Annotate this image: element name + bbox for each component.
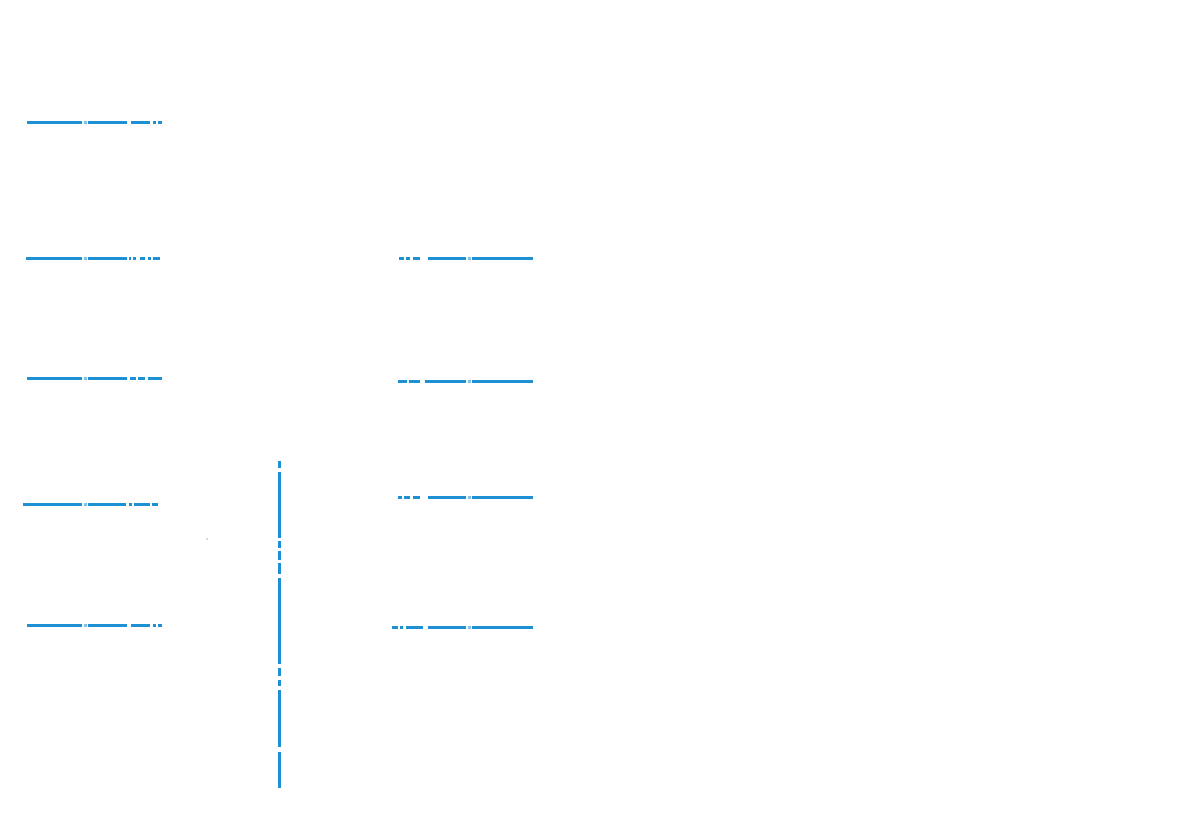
line-right-2 [398, 380, 533, 383]
line-right-1 [399, 257, 533, 260]
speck [206, 538, 208, 540]
line-right-3 [398, 496, 533, 499]
line-right-4 [392, 626, 533, 629]
line-left-4 [23, 503, 158, 506]
line-left-1 [27, 121, 162, 124]
line-left-5 [27, 624, 162, 627]
line-left-2 [26, 257, 160, 260]
line-left-3 [27, 377, 162, 380]
